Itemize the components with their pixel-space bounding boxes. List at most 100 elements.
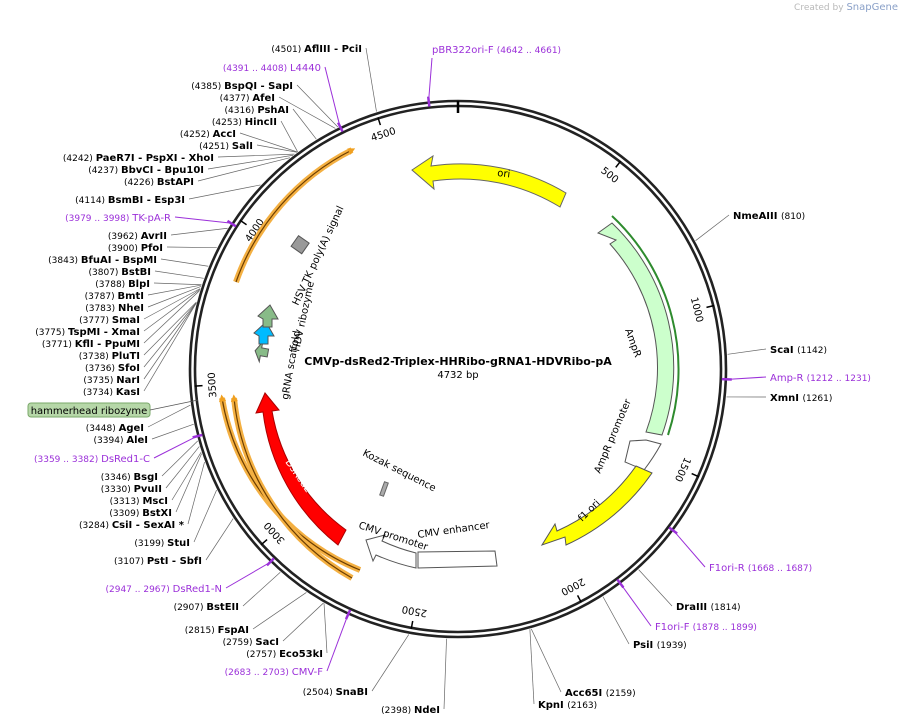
site-leader-line bbox=[323, 603, 328, 654]
site-name: AvrII bbox=[141, 231, 167, 242]
site-label[interactable]: (4253) HincII bbox=[212, 117, 277, 128]
site-label[interactable]: (2504) SnaBI bbox=[303, 687, 368, 698]
site-label[interactable]: (3359 .. 3382) DsRed1-C bbox=[34, 454, 150, 465]
site-label[interactable]: Amp-R (1212 .. 1231) bbox=[770, 373, 871, 384]
tick-mark bbox=[377, 117, 382, 126]
site-label[interactable]: (3394) AleI bbox=[94, 435, 148, 446]
site-label[interactable]: (2815) FspAI bbox=[185, 625, 249, 636]
site-name: TspMI - XmaI bbox=[68, 327, 140, 338]
site-label[interactable]: (3346) BsgI bbox=[101, 472, 158, 483]
site-leader-line bbox=[638, 569, 673, 607]
site-label[interactable]: (4501) AflIII - PciI bbox=[271, 44, 362, 55]
site-label[interactable]: (3309) BstXI bbox=[109, 508, 172, 519]
site-position: (2683 .. 2703) bbox=[225, 668, 292, 678]
dsred2-arrow[interactable] bbox=[255, 392, 347, 546]
site-label[interactable]: (3313) MscI bbox=[110, 496, 168, 507]
site-label[interactable]: (3788) BlpI bbox=[95, 279, 150, 290]
site-label[interactable]: (4377) AfeI bbox=[220, 93, 275, 104]
site-leader-line bbox=[529, 629, 535, 705]
site-name: KpnI bbox=[538, 700, 567, 711]
site-label[interactable]: (2757) Eco53kI bbox=[246, 649, 323, 660]
site-label[interactable]: (2398) NdeI bbox=[381, 705, 440, 716]
site-label[interactable]: (3783) NheI bbox=[85, 303, 144, 314]
site-leader-line bbox=[695, 214, 730, 241]
site-label[interactable]: F1ori-R (1668 .. 1687) bbox=[709, 563, 812, 574]
cmv-enhancer-box[interactable] bbox=[417, 550, 498, 569]
ori-arrow[interactable] bbox=[411, 154, 567, 208]
site-label[interactable]: (4316) PshAI bbox=[225, 105, 289, 116]
top-primer-label[interactable]: pBR322ori-F (4642 .. 4661) bbox=[432, 45, 561, 56]
site-label[interactable]: (3843) BfuAI - BspMI bbox=[48, 255, 157, 266]
site-label[interactable]: PsiI (1939) bbox=[633, 640, 687, 651]
site-leader-line bbox=[296, 84, 339, 128]
site-label[interactable]: (3900) PfoI bbox=[108, 243, 163, 254]
site-label[interactable]: (3777) SmaI bbox=[79, 315, 140, 326]
site-position: (1939) bbox=[657, 641, 687, 651]
site-label[interactable]: (2947 .. 2967) DsRed1-N bbox=[105, 584, 222, 595]
tick-label: 3500 bbox=[207, 372, 220, 398]
site-label[interactable]: (3738) PluTI bbox=[79, 351, 140, 362]
site-label[interactable]: (4251) SalI bbox=[199, 141, 253, 152]
site-position: (3807) bbox=[89, 268, 122, 278]
site-label[interactable]: (3107) PstI - SbfI bbox=[114, 556, 202, 567]
site-label[interactable]: Acc65I (2159) bbox=[565, 688, 636, 699]
site-label[interactable]: (4237) BbvCI - Bpu10I bbox=[88, 165, 204, 176]
site-position: (4385) bbox=[191, 82, 224, 92]
site-leader-line bbox=[143, 290, 200, 344]
site-label[interactable]: (3734) KasI bbox=[83, 387, 140, 398]
site-position: (4237) bbox=[88, 166, 121, 176]
site-label[interactable]: DraIII (1814) bbox=[676, 602, 741, 613]
site-leader-line bbox=[292, 108, 317, 140]
site-leader-lines bbox=[143, 47, 767, 710]
site-label[interactable]: F1ori-F (1878 .. 1899) bbox=[655, 622, 757, 633]
site-label[interactable]: (4385) BspQI - SapI bbox=[191, 81, 293, 92]
amp-promoter-arrow[interactable] bbox=[624, 439, 662, 471]
site-label[interactable]: (3735) NarI bbox=[83, 375, 140, 386]
site-name: BstAPI bbox=[157, 177, 194, 188]
site-label[interactable]: (3807) BstBI bbox=[89, 267, 152, 278]
site-label[interactable]: KpnI (2163) bbox=[538, 700, 597, 711]
site-position: (3736) bbox=[85, 364, 118, 374]
site-label[interactable]: (3979 .. 3998) TK-pA-R bbox=[65, 213, 171, 224]
site-label[interactable]: (3771) KflI - PpuMI bbox=[42, 339, 140, 350]
site-name: NarI bbox=[116, 375, 140, 386]
site-position: (4642 .. 4661) bbox=[497, 46, 561, 56]
site-label[interactable]: XmnI (1261) bbox=[770, 393, 832, 404]
site-label[interactable]: (4114) BsmBI - Esp3I bbox=[75, 195, 185, 206]
site-position: (3309) bbox=[109, 509, 142, 519]
site-label[interactable]: (3330) PvuII bbox=[101, 484, 162, 495]
site-label[interactable]: (3448) AgeI bbox=[86, 423, 144, 434]
site-label[interactable]: (3962) AvrII bbox=[108, 231, 167, 242]
site-label[interactable]: ScaI (1142) bbox=[770, 345, 827, 356]
site-name: StuI bbox=[167, 538, 190, 549]
polya-mark[interactable] bbox=[290, 234, 310, 255]
ampr-arrow[interactable] bbox=[596, 222, 675, 436]
tick-label: 2000 bbox=[559, 575, 587, 597]
site-label[interactable]: (3775) TspMI - XmaI bbox=[35, 327, 140, 338]
site-label[interactable]: NmeAIII (810) bbox=[733, 211, 805, 222]
site-label[interactable]: (2907) BstEII bbox=[174, 602, 239, 613]
hammerhead-label: hammerhead ribozyme bbox=[31, 406, 148, 417]
site-position: (3735) bbox=[83, 376, 116, 386]
grna-scaffold-arrow[interactable] bbox=[253, 340, 270, 364]
site-label[interactable]: (2683 .. 2703) CMV-F bbox=[225, 667, 324, 678]
cmv-promoter-arrow[interactable] bbox=[365, 534, 417, 569]
site-leader-line bbox=[143, 302, 197, 368]
site-name: BstBI bbox=[121, 267, 151, 278]
site-name: L4440 bbox=[290, 63, 321, 74]
site-label[interactable]: (3199) StuI bbox=[134, 538, 190, 549]
site-name: AfeI bbox=[252, 93, 275, 104]
site-label[interactable]: (4242) PaeR7I - PspXI - XhoI bbox=[63, 153, 214, 164]
f1ori-arrow[interactable] bbox=[540, 465, 653, 546]
site-label[interactable]: (4391 .. 4408) L4440 bbox=[223, 63, 321, 74]
created-by-text: Created by bbox=[794, 3, 844, 13]
site-label[interactable]: (4226) BstAPI bbox=[124, 177, 194, 188]
site-label[interactable]: (3787) BmtI bbox=[85, 291, 144, 302]
plasmid-name: CMVp-dsRed2-Triplex-HHRibo-gRNA1-HDVRibo… bbox=[304, 355, 612, 368]
hsv-tk-small-arrow[interactable] bbox=[257, 304, 279, 328]
site-label[interactable]: (2759) SacI bbox=[223, 637, 279, 648]
site-label[interactable]: (3284) CsiI - SexAI * bbox=[79, 520, 185, 531]
site-label[interactable]: (3736) SfoI bbox=[85, 363, 140, 374]
site-label[interactable]: (4252) AccI bbox=[180, 129, 236, 140]
site-leader-line bbox=[620, 583, 652, 627]
